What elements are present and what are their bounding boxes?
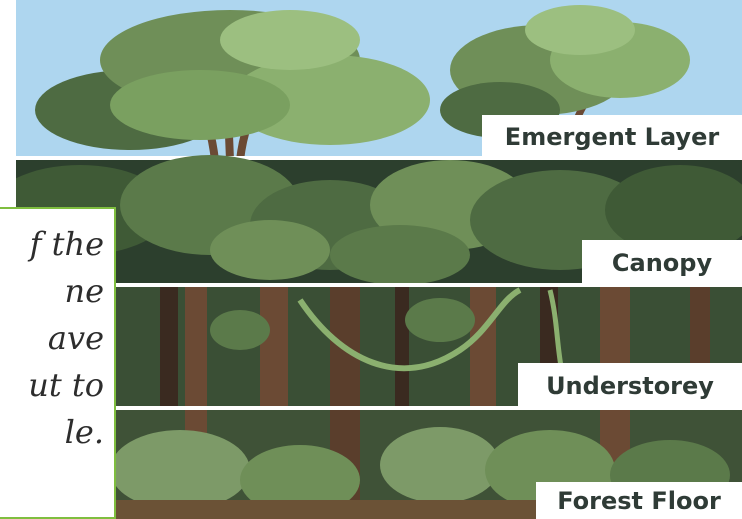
text-line-4: ut to	[28, 366, 104, 404]
label-canopy: Canopy	[582, 240, 742, 286]
emergent-trees	[35, 5, 690, 161]
instruction-text-box: f the ne ave ut to le.	[0, 207, 116, 519]
text-line-2: ne	[64, 272, 104, 310]
instruction-text: f the ne ave ut to le.	[28, 221, 104, 456]
label-forest-floor: Forest Floor	[536, 482, 742, 519]
left-frame-margin	[0, 0, 16, 210]
text-line-3: ave	[47, 319, 104, 357]
text-line-5: le.	[64, 413, 104, 451]
label-emergent-layer: Emergent Layer	[482, 115, 742, 159]
label-understorey: Understorey	[518, 363, 742, 409]
text-line-1: f the	[29, 225, 104, 263]
